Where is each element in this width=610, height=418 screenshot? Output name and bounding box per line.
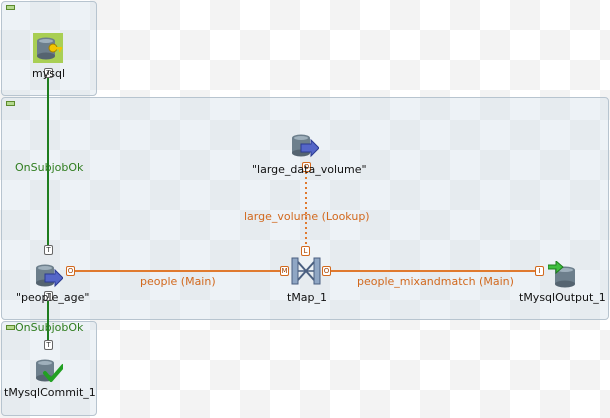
- mysql-output-label[interactable]: tMysqlOutput_1: [519, 291, 606, 304]
- mysql-output-component[interactable]: [547, 259, 578, 291]
- output-port[interactable]: O: [322, 266, 331, 276]
- mysql-connection-label[interactable]: mysql: [32, 67, 65, 80]
- onsubjobok-label-bottom[interactable]: OnSubjobOk: [15, 321, 84, 334]
- onsubjobok-label-top[interactable]: OnSubjobOk: [15, 161, 84, 174]
- input-port[interactable]: I: [535, 266, 544, 276]
- trigger-in-port[interactable]: T: [44, 340, 53, 350]
- mysql-connection-icon: [33, 33, 63, 63]
- people-main-label[interactable]: people (Main): [140, 275, 216, 288]
- mixandmatch-main-label[interactable]: people_mixandmatch (Main): [357, 275, 514, 288]
- mysql-input-icon: [36, 264, 64, 288]
- main-in-port[interactable]: M: [280, 266, 289, 276]
- collapse-subjob-button[interactable]: [6, 325, 15, 330]
- mysql-commit-label[interactable]: tMysqlCommit_1: [4, 386, 96, 399]
- lookup-in-port[interactable]: L: [301, 246, 310, 256]
- collapse-subjob-button[interactable]: [6, 5, 15, 10]
- large-data-volume-label[interactable]: "large_data_volume": [252, 163, 367, 176]
- mysql-output-icon: [547, 259, 575, 288]
- tmap-icon: [291, 257, 321, 285]
- trigger-out-port[interactable]: T: [44, 291, 53, 301]
- mysql-commit-icon: [36, 359, 65, 382]
- mysql-input-icon: [292, 134, 320, 158]
- people-age-label[interactable]: "people_age": [16, 291, 90, 304]
- collapse-subjob-button[interactable]: [6, 101, 15, 106]
- tmap-label[interactable]: tMap_1: [287, 291, 328, 304]
- mysql-commit-component[interactable]: [33, 356, 65, 386]
- trigger-out-port[interactable]: T: [44, 68, 53, 78]
- lookup-link-label[interactable]: large_volume (Lookup): [244, 210, 370, 223]
- output-port[interactable]: O: [66, 266, 75, 276]
- large-data-volume-component[interactable]: [289, 131, 320, 161]
- output-port[interactable]: O: [302, 162, 311, 172]
- trigger-in-port[interactable]: T: [44, 245, 53, 255]
- mysql-connection-component[interactable]: [33, 33, 63, 63]
- tmap-component[interactable]: [291, 256, 321, 286]
- people-age-component[interactable]: [33, 261, 64, 291]
